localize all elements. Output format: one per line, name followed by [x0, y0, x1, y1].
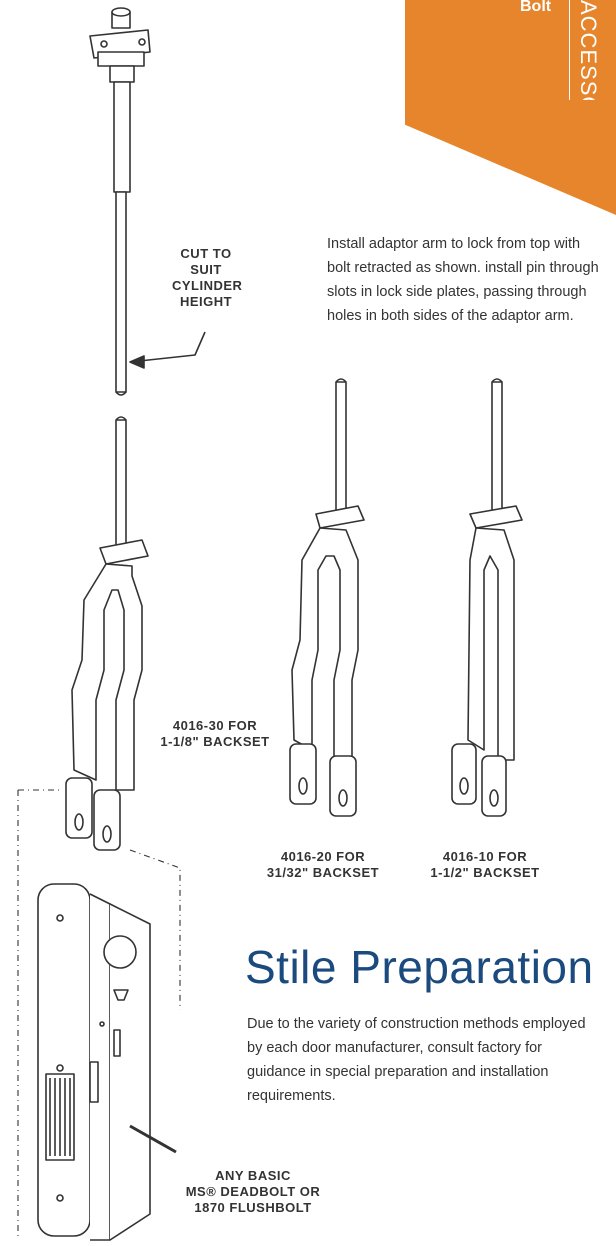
alignment-guide-lines — [17, 789, 181, 1238]
arm-4016-30-callout: 4016-30 FOR 1-1/8" BACKSET — [160, 718, 270, 749]
deadbolt-callout: ANY BASIC MS® DEADBOLT OR 1870 FLUSHBOLT — [185, 1168, 321, 1215]
cut-to-suit-callout: CUT TO SUIT CYLINDER HEIGHT — [172, 246, 243, 309]
corner-tab-divider — [569, 0, 570, 100]
adaptor-arm-4016-20 — [289, 378, 365, 817]
adaptor-arm-4016-30 — [65, 539, 149, 851]
stile-preparation-heading: Stile Preparation — [245, 941, 594, 993]
arm-4016-20-callout: 4016-20 FOR 31/32" BACKSET — [266, 849, 380, 880]
lower-rod-illustration — [115, 416, 127, 551]
arm-4016-10-callout: 4016-10 FOR 1-1/2" BACKSET — [430, 849, 540, 880]
cut-callout-arrow — [129, 331, 206, 369]
accessories-vertical-label: ACCESSORIES — [576, 0, 601, 100]
upper-rod-illustration — [115, 191, 127, 396]
stile-preparation-body: Due to the variety of construction metho… — [247, 1016, 586, 1104]
install-instructions-text: Install adaptor arm to lock from top wit… — [327, 236, 599, 324]
corner-tab-label: Bolt — [520, 0, 552, 15]
lock-body-illustration — [37, 883, 177, 1241]
adaptor-arm-4016-10 — [451, 378, 523, 817]
connector-clip-illustration — [89, 7, 151, 193]
